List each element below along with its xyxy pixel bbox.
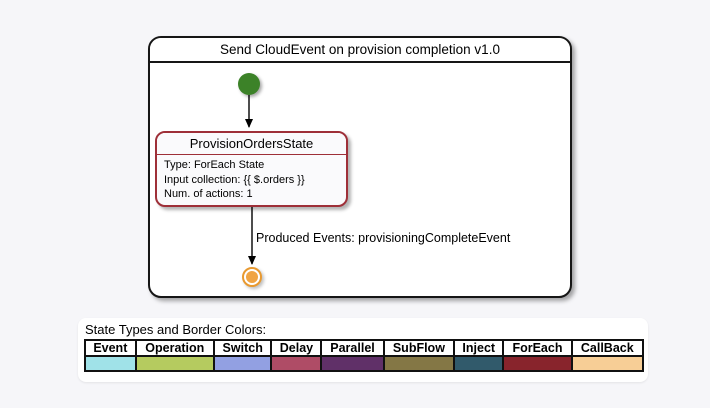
legend-swatch-event — [84, 355, 137, 372]
legend-type-event: Event — [84, 339, 137, 357]
legend-type-operation: Operation — [134, 339, 215, 357]
legend-type-switch: Switch — [212, 339, 273, 357]
edge-label-produced-events: Produced Events: provisioningCompleteEve… — [256, 231, 511, 245]
legend-type-inject: Inject — [453, 339, 505, 357]
legend-swatch-callback — [570, 355, 645, 372]
legend-type-parallel: Parallel — [320, 339, 385, 357]
legend-title: State Types and Border Colors: — [85, 322, 267, 337]
legend-type-callback: CallBack — [570, 339, 645, 357]
legend-swatch-parallel — [320, 355, 385, 372]
legend-type-foreach: ForEach — [502, 339, 573, 357]
state-detail-num-actions: Num. of actions: 1 — [164, 188, 253, 200]
legend-swatch-delay — [270, 355, 323, 372]
legend-type-delay: Delay — [270, 339, 323, 357]
state-detail-input-collection: Input collection: {{ $.orders }} — [164, 173, 305, 186]
workflow-title: Send CloudEvent on provision completion … — [150, 38, 570, 63]
start-node — [238, 73, 260, 95]
state-node-title: ProvisionOrdersState — [157, 133, 346, 155]
legend-color-row — [84, 355, 645, 372]
state-detail-type: Type: ForEach State — [164, 159, 265, 171]
end-node-core — [246, 271, 258, 283]
legend-swatch-inject — [453, 355, 505, 372]
state-node: ProvisionOrdersState Type: ForEach State… — [155, 131, 348, 207]
legend-swatch-operation — [134, 355, 215, 372]
legend-swatch-foreach — [502, 355, 573, 372]
legend-type-subflow: SubFlow — [382, 339, 456, 357]
legend-swatch-subflow — [382, 355, 456, 372]
end-node — [242, 267, 262, 287]
legend-swatch-switch — [212, 355, 273, 372]
state-node-details: Type: ForEach State Input collection: {{… — [157, 155, 346, 202]
